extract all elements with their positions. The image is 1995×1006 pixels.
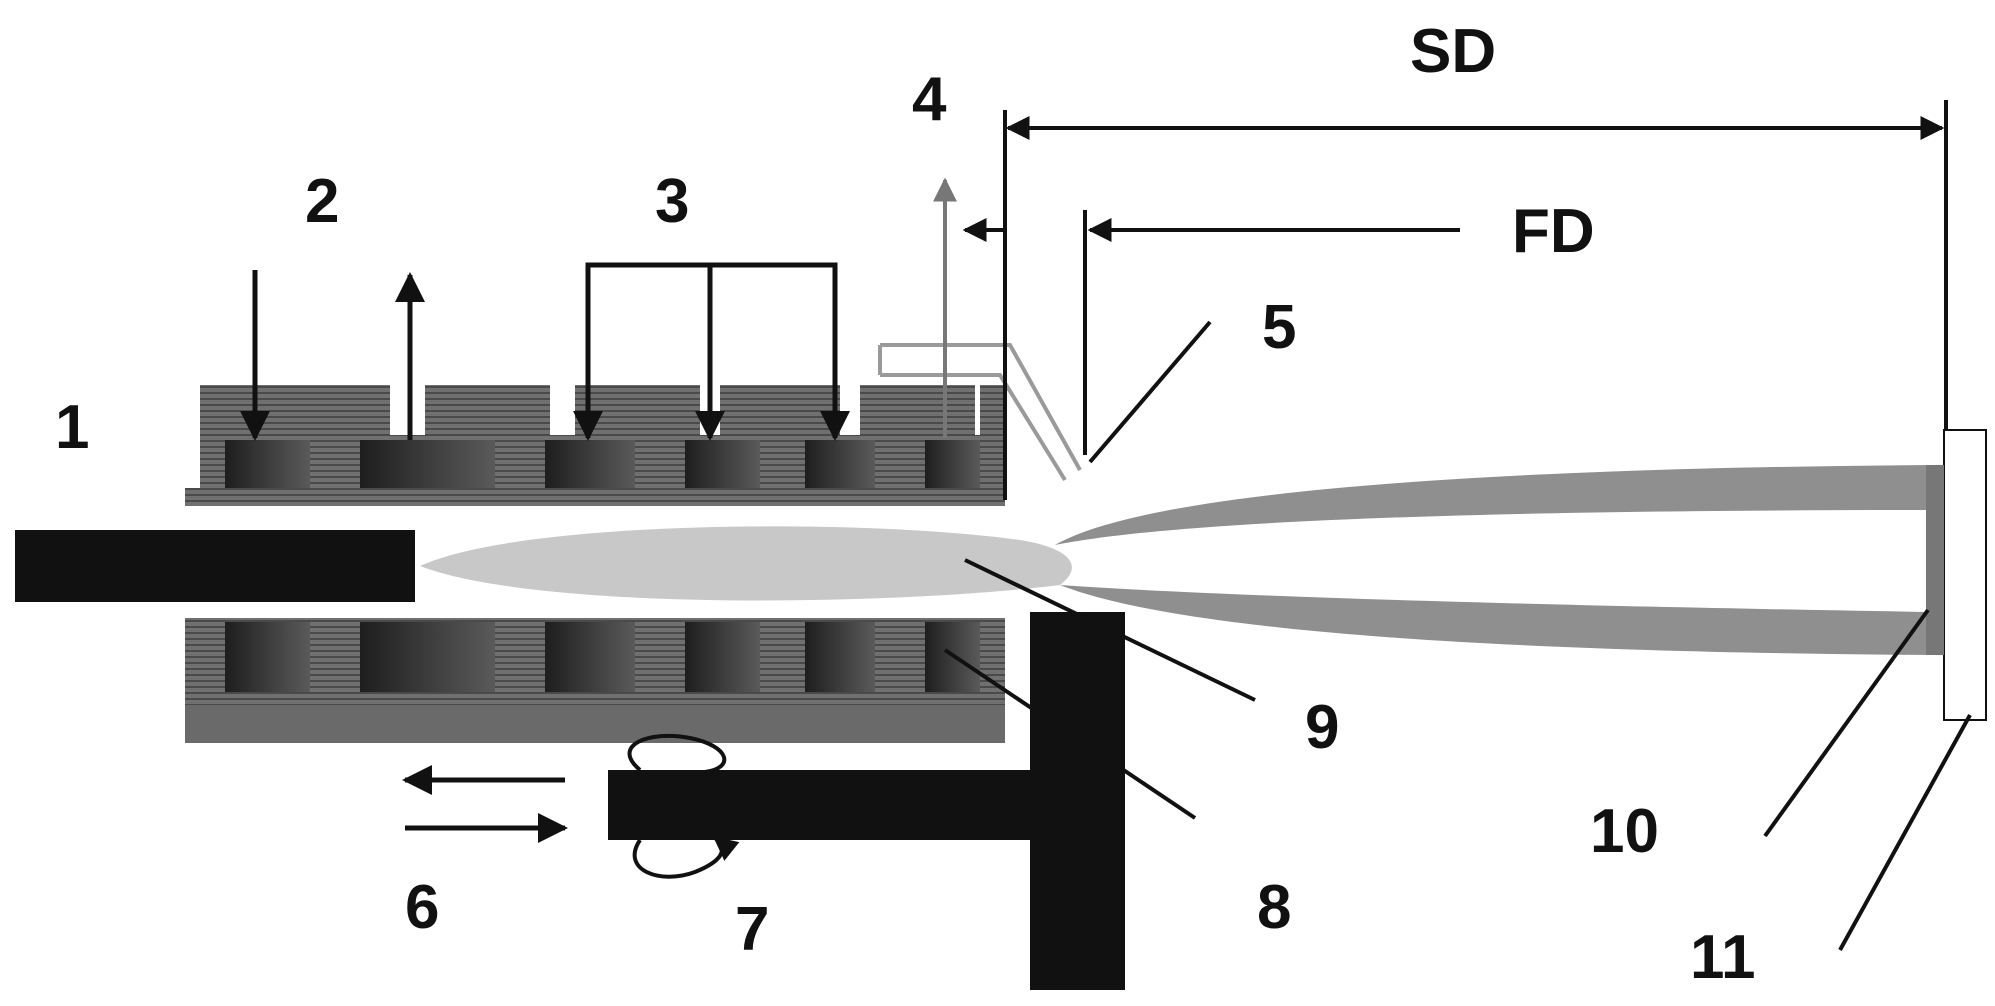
label-8: 8 — [1257, 873, 1291, 942]
label-10: 10 — [1590, 797, 1659, 866]
vertical-support — [1030, 612, 1125, 990]
electrode-rod — [15, 530, 415, 602]
label-1: 1 — [55, 393, 89, 462]
leader-line-8 — [943, 648, 1197, 820]
label-5: 5 — [1262, 293, 1296, 362]
lower-housing — [185, 618, 1005, 743]
gas-nozzle — [878, 343, 1082, 482]
leader-line-9 — [964, 558, 1256, 702]
label-7: 7 — [735, 895, 769, 964]
label-6: 6 — [405, 873, 439, 942]
label-2: 2 — [305, 167, 339, 236]
label-sd: SD — [1410, 17, 1496, 86]
label-9: 9 — [1305, 693, 1339, 762]
spray-plume — [1055, 465, 1930, 655]
label-4: 4 — [912, 65, 947, 134]
plasma-jet — [420, 526, 1072, 601]
upper-housing — [185, 385, 1005, 506]
leader-line-5 — [1088, 320, 1212, 464]
horizontal-arm — [608, 770, 1038, 840]
label-fd: FD — [1512, 197, 1595, 266]
label-3: 3 — [655, 167, 689, 236]
rotation-arrow — [627, 733, 740, 879]
leader-line-10 — [1763, 608, 1930, 838]
label-11: 11 — [1690, 923, 1756, 992]
leader-line-11 — [1838, 714, 1972, 951]
coating-layer — [1926, 465, 1944, 655]
substrate — [1943, 429, 1987, 721]
